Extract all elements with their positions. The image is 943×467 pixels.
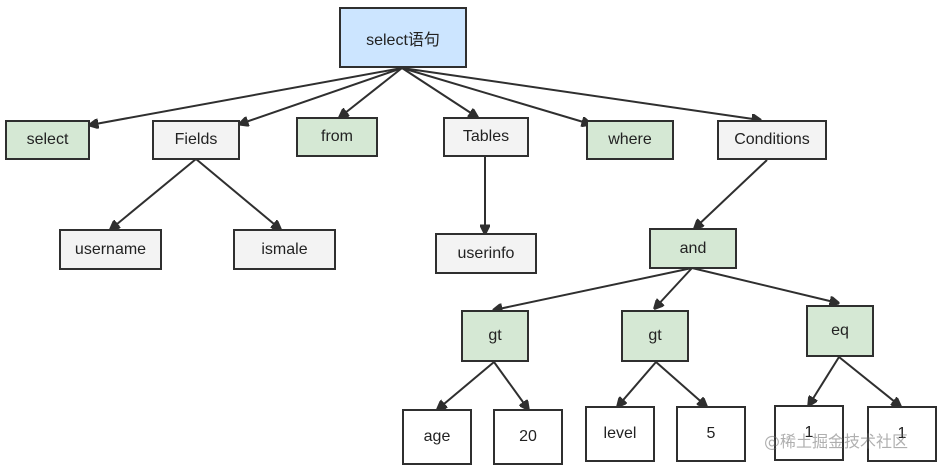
node-where: where	[586, 120, 674, 160]
edge-eq-to-1b	[838, 356, 900, 406]
node-conditions: Conditions	[717, 120, 827, 160]
node-1-a: 1	[774, 405, 844, 461]
edge-fields-to-ismale	[195, 158, 280, 229]
edge-root-to-tables	[401, 67, 477, 117]
node-select: select	[5, 120, 90, 160]
node-20: 20	[493, 409, 563, 465]
edge-root-to-where	[401, 67, 590, 124]
node-userinfo: userinfo	[435, 233, 537, 274]
edge-conditions-to-and	[695, 159, 768, 228]
node-and: and	[649, 228, 737, 269]
node-gt-1: gt	[461, 310, 529, 362]
node-5: 5	[676, 406, 746, 462]
node-username: username	[59, 229, 162, 270]
edge-gt1-to-20	[493, 361, 528, 409]
node-gt-2: gt	[621, 310, 689, 362]
edge-gt1-to-age	[438, 361, 495, 409]
root-node: select语句	[339, 7, 467, 68]
edge-gt2-to-5	[655, 361, 706, 406]
node-age: age	[402, 409, 472, 465]
node-level: level	[585, 406, 655, 462]
node-ismale: ismale	[233, 229, 336, 270]
edge-and-to-gt1	[494, 267, 693, 310]
edge-and-to-gt2	[655, 267, 693, 308]
edge-root-to-from	[340, 67, 403, 117]
edge-and-to-eq	[691, 267, 838, 303]
node-from: from	[296, 117, 378, 157]
node-eq: eq	[806, 305, 874, 357]
edge-fields-to-username	[111, 158, 197, 229]
edge-root-to-select	[90, 67, 403, 125]
edge-root-to-conditions	[401, 67, 760, 120]
node-fields: Fields	[152, 120, 240, 160]
node-1-b: 1	[867, 406, 937, 462]
node-tables: Tables	[443, 117, 529, 157]
edge-eq-to-1a	[809, 356, 840, 405]
edge-root-to-fields	[240, 67, 403, 124]
edge-gt2-to-level	[618, 361, 657, 406]
